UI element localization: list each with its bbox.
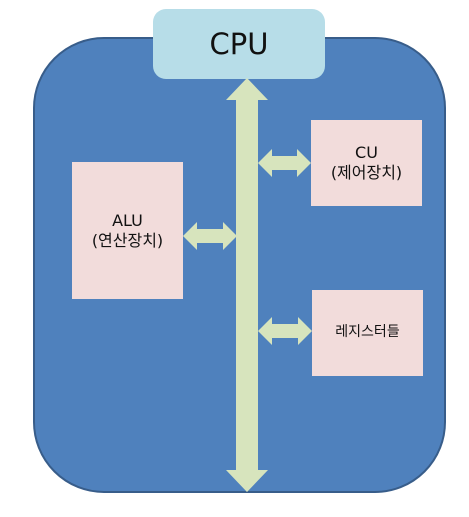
- alu-name: ALU: [112, 210, 143, 230]
- alu-box: [72, 162, 183, 299]
- alu-description: (연산장치): [91, 230, 164, 250]
- cu-bus-arrow: [258, 149, 311, 177]
- cu-label: CU (제어장치): [311, 120, 422, 206]
- cu-box: [311, 120, 422, 206]
- bus-vertical-arrow: [226, 78, 268, 492]
- registers-bus-arrow: [258, 317, 312, 345]
- cpu-title-text: CPU: [209, 26, 269, 61]
- cu-description: (제어장치): [330, 163, 403, 182]
- cpu-title: CPU: [153, 9, 325, 79]
- registers-box: [312, 290, 423, 376]
- alu-label: ALU (연산장치): [72, 162, 183, 299]
- cu-name: CU: [355, 143, 378, 162]
- cpu-title-box: [153, 9, 325, 79]
- alu-bus-arrow: [183, 222, 237, 250]
- registers-label: 레지스터들: [312, 290, 423, 376]
- registers-name: 레지스터들: [335, 324, 400, 341]
